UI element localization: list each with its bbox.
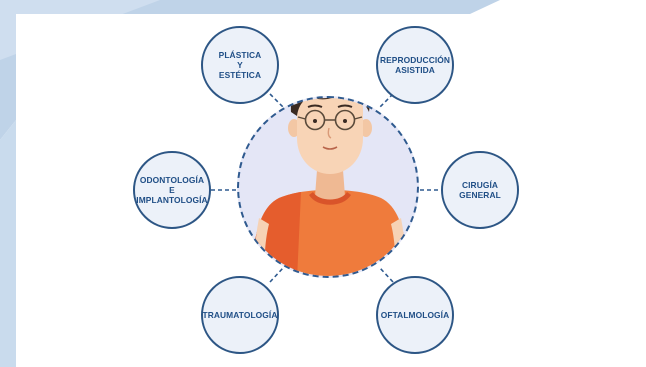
center-person-circle (237, 96, 419, 278)
specialty-odontologia-bubble: ODONTOLOGÍA E IMPLANTOLOGÍA (133, 151, 211, 229)
specialty-label: REPRODUCCIÓN ASISTIDA (379, 55, 451, 75)
person-with-glasses-icon (251, 98, 409, 276)
specialty-cirugia-bubble: CIRUGÍA GENERAL (441, 151, 519, 229)
specialty-label: ODONTOLOGÍA E IMPLANTOLOGÍA (136, 175, 208, 205)
specialty-oftalmologia-bubble: OFTALMOLOGÍA (376, 276, 454, 354)
specialty-label: PLÁSTICA Y ESTÉTICA (218, 50, 262, 80)
specialty-label: CIRUGÍA GENERAL (459, 180, 501, 200)
specialty-reproduccion-bubble: REPRODUCCIÓN ASISTIDA (376, 26, 454, 104)
specialty-traumatologia-bubble: TRAUMATOLOGÍA (201, 276, 279, 354)
specialty-plastica-bubble: PLÁSTICA Y ESTÉTICA (201, 26, 279, 104)
specialty-label: TRAUMATOLOGÍA (202, 310, 278, 320)
specialty-label: OFTALMOLOGÍA (380, 310, 450, 320)
